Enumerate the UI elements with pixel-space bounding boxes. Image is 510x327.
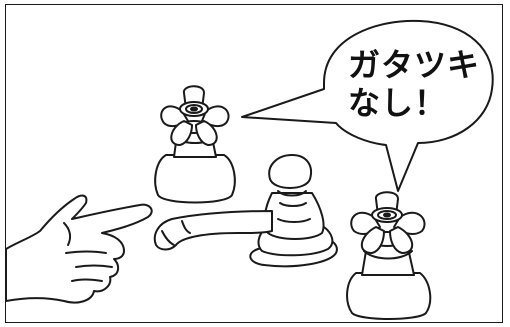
illustration-frame: ガタツキ なし！ — [5, 4, 503, 323]
spout-faucet — [153, 154, 338, 268]
right-cross-handle — [346, 191, 432, 320]
speech-bubble — [241, 19, 494, 192]
speech-bubble-text: ガタツキ なし！ — [348, 46, 488, 122]
faucet-illustration — [6, 19, 494, 320]
pointing-hand-icon — [6, 194, 153, 304]
speech-bubble-line-2: なし！ — [348, 84, 448, 122]
left-cross-handle — [154, 85, 236, 204]
speech-bubble-line-1: ガタツキ — [348, 46, 481, 84]
